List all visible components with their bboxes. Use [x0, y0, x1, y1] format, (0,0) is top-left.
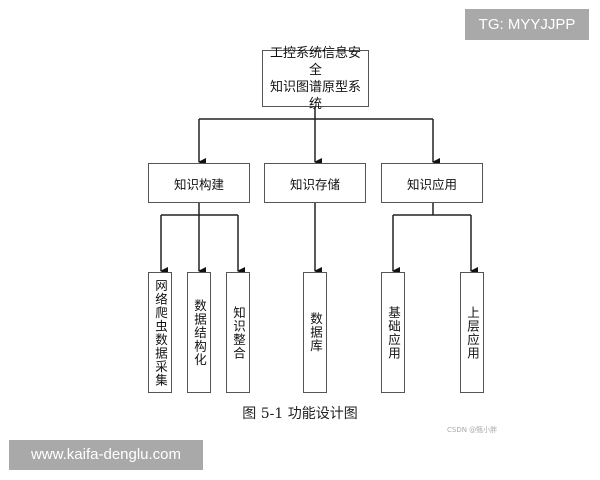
node-label: 知识整合 [231, 305, 246, 360]
node-upper-application: 上层应用 [460, 272, 484, 393]
node-label: 数据库 [308, 312, 323, 353]
node-knowledge-build: 知识构建 [148, 163, 250, 203]
node-database: 数据库 [303, 272, 327, 393]
node-knowledge-application: 知识应用 [381, 163, 483, 203]
node-label: 数据结构化 [192, 298, 207, 367]
node-knowledge-integration: 知识整合 [226, 272, 250, 393]
node-label: 知识构建 [173, 176, 224, 192]
node-data-structuring: 数据结构化 [187, 272, 211, 393]
node-label: 基础应用 [386, 305, 401, 360]
node-label: 知识存储 [289, 176, 340, 192]
watermark-bottom-left: www.kaifa-denglu.com [9, 440, 203, 470]
node-label: 网络爬虫数据采集 [153, 278, 168, 387]
node-web-crawler: 网络爬虫数据采集 [148, 272, 172, 393]
node-basic-application: 基础应用 [381, 272, 405, 393]
root-label-line2: 知识图谱原型系统 [269, 79, 361, 112]
source-credit: CSDN @甄小胖 [447, 426, 498, 434]
root-node: 工控系统信息安全 知识图谱原型系统 [262, 46, 369, 112]
node-label: 上层应用 [465, 305, 480, 360]
node-label: 知识应用 [406, 176, 457, 192]
figure-caption: 图 5-1 功能设计图 [242, 406, 358, 422]
root-label-line1: 工控系统信息安全 [269, 45, 361, 78]
watermark-top-right: TG: MYYJJPP [465, 9, 589, 40]
node-knowledge-storage: 知识存储 [264, 163, 366, 203]
